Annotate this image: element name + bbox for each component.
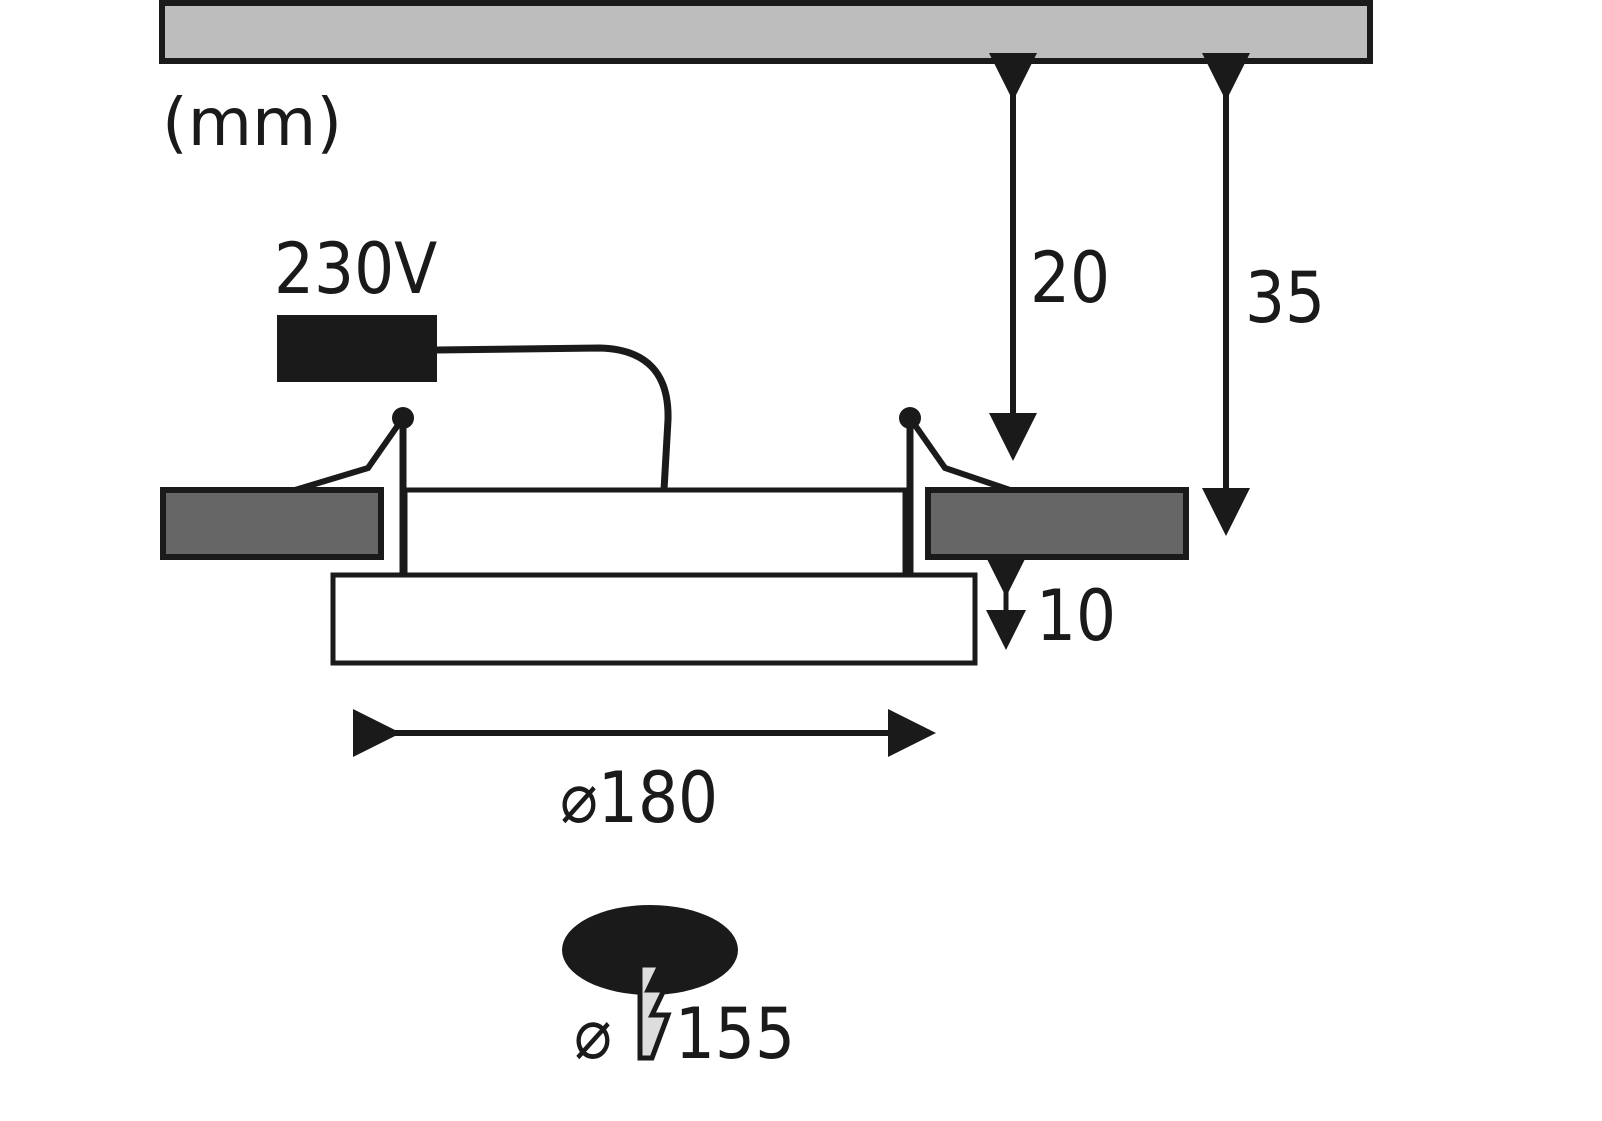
dimension-label-20: 20	[1030, 237, 1110, 319]
ceiling-board-right	[925, 487, 1189, 560]
light-housing	[402, 487, 908, 578]
dimension-label-35: 35	[1245, 257, 1325, 339]
ceiling-board-left	[160, 487, 384, 560]
driver-box	[277, 315, 437, 382]
drill-bit-icon	[637, 962, 672, 1061]
light-panel	[330, 572, 978, 666]
power-cable	[436, 344, 672, 491]
spring-clip-right	[899, 407, 1011, 575]
cutout-diameter-label: ⌀ 155	[574, 993, 795, 1075]
voltage-label: 230V	[274, 228, 437, 310]
dimension-label-180: ⌀180	[560, 757, 718, 839]
ceiling-slab	[159, 0, 1373, 64]
cutout-hole-icon	[562, 905, 738, 1061]
spring-clip-left	[294, 407, 414, 575]
unit-label: (mm)	[162, 84, 342, 161]
dimension-label-10: 10	[1036, 575, 1116, 657]
